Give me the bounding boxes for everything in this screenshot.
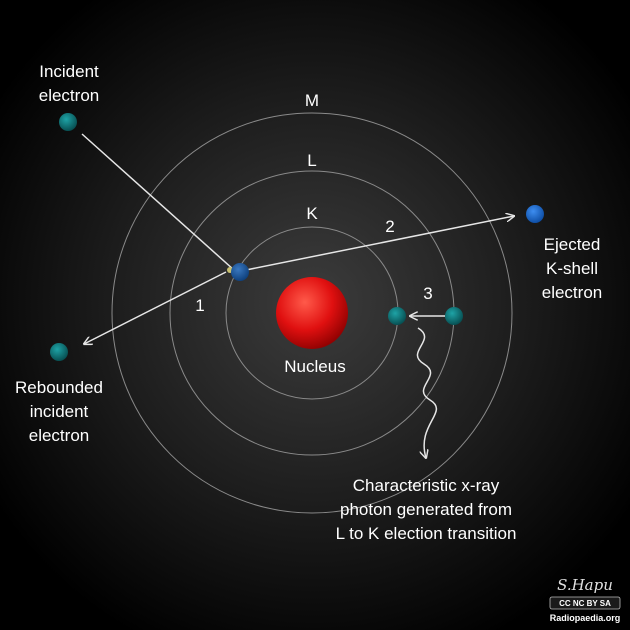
rebounded-electron-label: Rebounded incident electron	[15, 378, 103, 445]
svg-text:K-shell: K-shell	[546, 259, 598, 278]
license-text: CC NC BY SA	[559, 599, 611, 608]
rebound-path-arrow	[84, 271, 227, 344]
svg-text:electron: electron	[39, 86, 99, 105]
step-2-label: 2	[385, 217, 394, 236]
ejection-path-arrow	[245, 216, 514, 271]
svg-text:L to K election transition: L to K election transition	[336, 524, 517, 543]
svg-text:photon generated from: photon generated from	[340, 500, 512, 519]
ejected-electron-label: Ejected K-shell electron	[542, 235, 602, 302]
license-badge	[549, 596, 621, 610]
rebounded-electron	[50, 343, 68, 361]
incident-electron-label: Incident electron	[39, 62, 99, 105]
l-shell-electron	[445, 307, 463, 325]
m-shell-orbit	[111, 112, 513, 514]
incident-path-arrow	[81, 133, 235, 271]
credit-block: S.Hapu CC NC BY SA Radiopaedia.org	[549, 576, 621, 623]
step-1-label: 1	[195, 296, 204, 315]
nucleus	[276, 277, 348, 349]
svg-text:electron: electron	[542, 283, 602, 302]
photon-wave-arrow	[416, 327, 438, 458]
k-shell-label: K	[306, 204, 318, 223]
l-shell-label: L	[307, 151, 316, 170]
step-3-label: 3	[423, 284, 432, 303]
svg-text:Rebounded: Rebounded	[15, 378, 103, 397]
site-credit[interactable]: Radiopaedia.org	[550, 613, 621, 623]
m-shell-label: M	[305, 91, 319, 110]
ejected-electron	[526, 205, 544, 223]
svg-text:Incident: Incident	[39, 62, 99, 81]
svg-text:electron: electron	[29, 426, 89, 445]
k-shell-vacancy-electron	[388, 307, 406, 325]
svg-text:Characteristic x-ray: Characteristic x-ray	[353, 476, 500, 495]
svg-text:incident: incident	[30, 402, 89, 421]
incident-electron	[59, 113, 77, 131]
svg-text:Ejected: Ejected	[544, 235, 601, 254]
nucleus-label: Nucleus	[284, 357, 345, 376]
photon-label: Characteristic x-ray photon generated fr…	[336, 476, 517, 543]
k-shell-electron-original	[231, 263, 249, 281]
author-signature: S.Hapu	[557, 576, 613, 594]
